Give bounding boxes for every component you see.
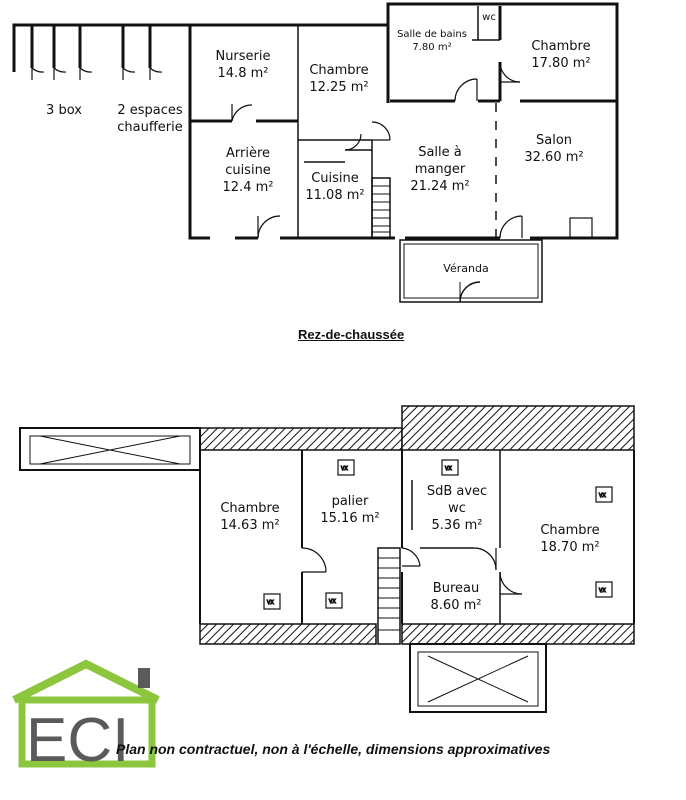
room-salle-a-manger: Salle à manger 21.24 m²	[410, 145, 470, 194]
upper-floor-structure	[19, 405, 635, 713]
svg-text:VX: VX	[445, 466, 452, 472]
svg-text:VX: VX	[599, 588, 606, 594]
ground-floor-doors	[31, 61, 593, 239]
room-salle-de-bains: Salle de bains 7.80 m²	[397, 29, 467, 53]
velux-icon: VX	[595, 486, 613, 503]
velux-icon: VX	[337, 459, 355, 476]
upper-floor-doors	[301, 547, 523, 595]
svg-text:ECI: ECI	[26, 706, 129, 775]
eci-logo-icon: ECI	[12, 659, 160, 775]
svg-text:VX: VX	[599, 493, 606, 499]
ground-floor-stairs	[371, 177, 391, 239]
floor-title: Rez-de-chaussée	[298, 327, 405, 342]
room-3-box: 3 box	[46, 103, 82, 118]
room-chambre-rdc-1: Chambre 12.25 m²	[309, 63, 369, 95]
velux-windows: VX VX VX VX VX VX	[263, 459, 613, 610]
room-chambre-rdc-2: Chambre 17.80 m²	[531, 39, 591, 71]
svg-text:VX: VX	[267, 600, 274, 606]
room-arriere-cuisine: Arrière cuisine 12.4 m²	[222, 146, 274, 195]
room-chambre-etage-1: Chambre 14.63 m²	[220, 501, 280, 533]
upper-floor-walls	[199, 450, 635, 624]
velux-icon: VX	[441, 459, 459, 476]
room-nurserie: Nurserie 14.8 m²	[215, 49, 271, 81]
velux-icon: VX	[325, 592, 343, 609]
room-chaufferie: 2 espaces chaufferie	[117, 103, 183, 135]
svg-text:VX: VX	[329, 599, 336, 605]
room-chambre-etage-2: Chambre 18.70 m²	[540, 523, 600, 555]
room-veranda: Véranda	[443, 262, 489, 275]
room-palier: palier 15.16 m²	[320, 494, 380, 526]
room-salon: Salon 32.60 m²	[524, 133, 584, 165]
svg-text:VX: VX	[341, 466, 348, 472]
disclaimer: Plan non contractuel, non à l'échelle, d…	[116, 741, 551, 757]
velux-icon: VX	[595, 581, 613, 598]
upper-floor-stairs	[377, 547, 401, 645]
room-sdb-etage: SdB avec wc 5.36 m²	[426, 484, 488, 533]
room-bureau: Bureau 8.60 m²	[430, 581, 482, 613]
veranda	[399, 239, 543, 303]
room-cuisine: Cuisine 11.08 m²	[305, 171, 365, 203]
room-wc: wc	[482, 12, 496, 23]
velux-icon: VX	[263, 593, 281, 610]
